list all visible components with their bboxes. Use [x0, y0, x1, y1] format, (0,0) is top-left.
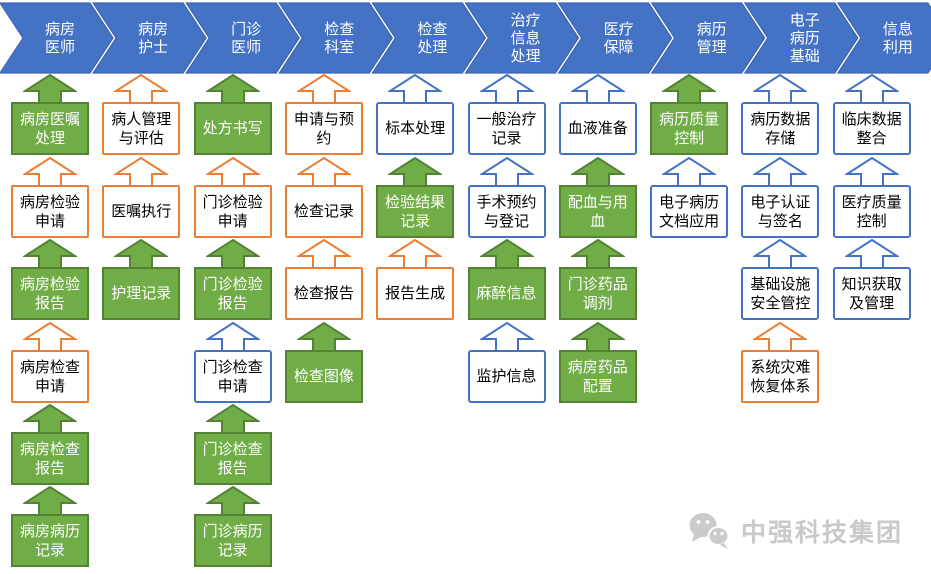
- up-arrow-icon: [23, 157, 77, 187]
- flow-box: 护理记录: [102, 267, 181, 320]
- flow-box: 报告生成: [376, 267, 455, 320]
- up-arrow-icon: [662, 74, 717, 104]
- flow-box: 门诊病历记录: [193, 514, 272, 567]
- flow-box: 病历质量控制: [650, 102, 729, 155]
- up-arrow-icon: [205, 404, 260, 434]
- up-arrow-icon: [114, 157, 169, 187]
- flow-box: 检查记录: [284, 185, 363, 238]
- flow-box: 病历数据存储: [741, 102, 820, 155]
- flow-stage-band: [0, 2, 931, 74]
- up-arrow-icon: [844, 239, 899, 269]
- flow-stage-chevron: [371, 2, 487, 74]
- flow-box: 病房病历记录: [11, 514, 89, 567]
- up-arrow-icon: [753, 74, 808, 104]
- flow-box: 门诊药品调剂: [558, 267, 637, 320]
- up-arrow-icon: [479, 74, 534, 104]
- up-arrow-icon: [570, 322, 625, 352]
- flow-box: 血液准备: [558, 102, 637, 155]
- up-arrow-icon: [205, 322, 260, 352]
- up-arrow-icon: [205, 239, 260, 269]
- flow-box: 处方书写: [193, 102, 272, 155]
- up-arrow-icon: [205, 157, 260, 187]
- flow-stage-chevron: [557, 2, 673, 74]
- up-arrow-icon: [844, 74, 899, 104]
- flow-stage-chevron: [743, 2, 859, 74]
- flow-box: 一般治疗记录: [467, 102, 546, 155]
- up-arrow-icon: [296, 74, 351, 104]
- up-arrow-icon: [114, 74, 169, 104]
- up-arrow-icon: [23, 404, 77, 434]
- up-arrow-icon: [662, 157, 717, 187]
- flow-stage-chevron: [836, 2, 931, 74]
- flow-box: 配血与用血: [558, 185, 637, 238]
- flow-box: 病房检验申请: [11, 185, 89, 238]
- flow-box: 病房检查报告: [11, 432, 89, 485]
- flow-stage-chevron: [650, 2, 766, 74]
- flow-box: 监护信息: [467, 350, 546, 403]
- flow-box: 麻醉信息: [467, 267, 546, 320]
- flow-box: 病房检查申请: [11, 350, 89, 403]
- flow-box: 门诊检查报告: [193, 432, 272, 485]
- flow-box: 临床数据整合: [832, 102, 911, 155]
- brand-name: 中强科技集团: [740, 518, 903, 547]
- up-arrow-icon: [388, 239, 443, 269]
- flow-box: 基础设施安全管控: [741, 267, 820, 320]
- up-arrow-icon: [296, 157, 351, 187]
- flow-box: 医嘱执行: [102, 185, 181, 238]
- flow-stage-chevron: [185, 2, 300, 74]
- up-arrow-icon: [570, 74, 625, 104]
- up-arrow-icon: [753, 157, 808, 187]
- flow-box: 病房检验报告: [11, 267, 89, 320]
- up-arrow-icon: [114, 239, 169, 269]
- up-arrow-icon: [23, 239, 77, 269]
- flow-box: 系统灾难恢复体系: [741, 350, 820, 403]
- flow-stage-chevron: [464, 2, 580, 74]
- up-arrow-icon: [479, 322, 534, 352]
- flow-box: 门诊检查申请: [193, 350, 272, 403]
- up-arrow-icon: [388, 157, 443, 187]
- flow-box: 知识获取及管理: [832, 267, 911, 320]
- flow-box: 申请与预约: [284, 102, 363, 155]
- flow-box: 病房药品配置: [558, 350, 637, 403]
- up-arrow-icon: [570, 239, 625, 269]
- flow-box: 病人管理与评估: [102, 102, 181, 155]
- flow-box: 门诊检验申请: [193, 185, 272, 238]
- flow-box: 检验结果记录: [376, 185, 455, 238]
- up-arrow-icon: [753, 322, 808, 352]
- up-arrow-icon: [23, 322, 77, 352]
- up-arrow-icon: [23, 74, 77, 104]
- up-arrow-icon: [479, 157, 534, 187]
- flow-stage-chevron: [0, 2, 114, 74]
- flow-box: 病房医嘱处理: [11, 102, 89, 155]
- flow-box: 标本处理: [376, 102, 455, 155]
- flow-stage-chevron: [91, 2, 207, 74]
- up-arrow-icon: [205, 486, 260, 516]
- up-arrow-icon: [23, 486, 77, 516]
- watermark: 中强科技集团: [687, 511, 903, 551]
- up-arrow-icon: [296, 239, 351, 269]
- up-arrow-icon: [205, 74, 260, 104]
- flow-box: 检查报告: [284, 267, 363, 320]
- flow-box: 检查图像: [284, 350, 363, 403]
- up-arrow-icon: [388, 74, 443, 104]
- up-arrow-icon: [479, 239, 534, 269]
- flow-box: 电子认证与签名: [741, 185, 820, 238]
- up-arrow-icon: [296, 322, 351, 352]
- flow-stage-chevron: [278, 2, 394, 74]
- flow-box: 门诊检验报告: [193, 267, 272, 320]
- up-arrow-icon: [753, 239, 808, 269]
- flow-box: 手术预约与登记: [467, 185, 546, 238]
- flow-box: 电子病历文档应用: [650, 185, 729, 238]
- wechat-icon: [689, 513, 730, 549]
- flow-box: 医疗质量控制: [832, 185, 911, 238]
- up-arrow-icon: [570, 157, 625, 187]
- up-arrow-icon: [844, 157, 899, 187]
